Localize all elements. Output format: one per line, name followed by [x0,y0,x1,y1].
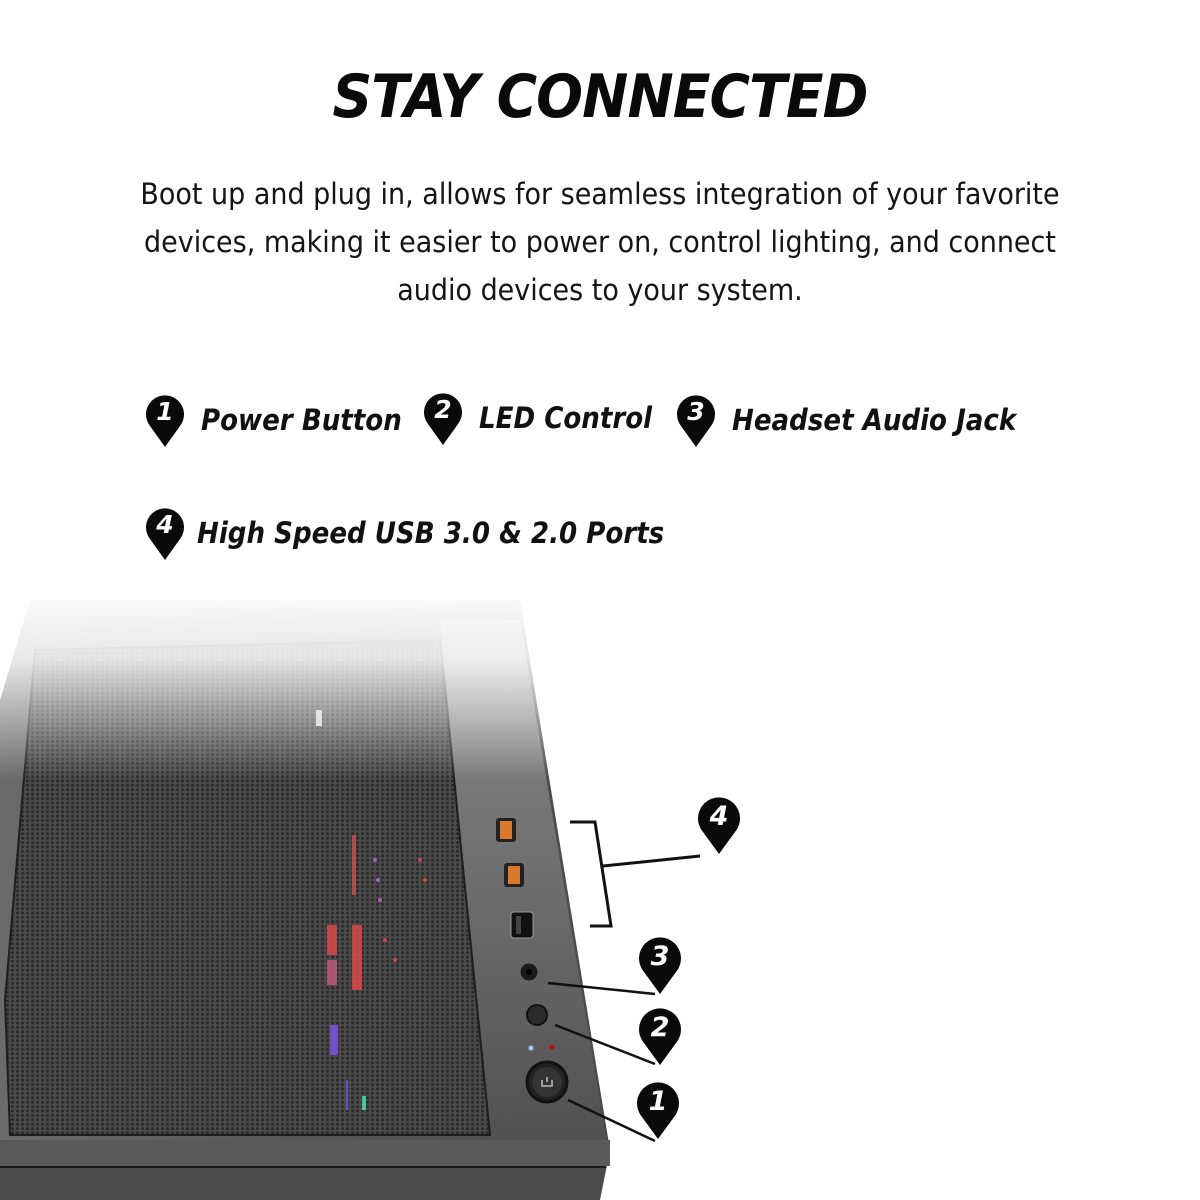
legend-label: High Speed USB 3.0 & 2.0 Ports [197,516,665,550]
legend-item-power-button: 1 Power Button [145,392,424,448]
pin-number: 4 [709,801,729,832]
bottom-trim [0,1140,610,1166]
callout-pin-1: 1 [636,1080,680,1140]
status-led-red [549,1044,555,1050]
map-pin-icon: 1 [145,392,185,448]
legend-label: Headset Audio Jack [732,403,1017,437]
legend-item-usb-ports: 4 High Speed USB 3.0 & 2.0 Ports [145,505,716,561]
callout-pin-2: 2 [638,1006,682,1066]
legend-label: LED Control [479,401,653,435]
page-title: STAY CONNECTED [332,62,868,132]
pin-number: 3 [650,941,670,972]
legend-item-headset-audio-jack: 3 Headset Audio Jack [676,392,1048,448]
pc-case-illustration [0,600,700,1200]
mesh-panel [3,638,492,1136]
usb-ports [496,818,534,939]
pin-number: 2 [434,395,452,424]
pin-number: 1 [648,1086,668,1117]
map-pin-icon: 4 [145,505,185,561]
power-icon [541,1077,553,1087]
status-led-blue [528,1045,534,1051]
map-pin-icon: 2 [423,390,463,446]
legend-item-led-control: 2 LED Control [423,390,671,446]
usb-bracket [570,820,613,928]
pin-number: 2 [650,1012,670,1043]
callout-pin-3: 3 [638,935,682,995]
usb2-port [510,911,534,939]
legend-label: Power Button [201,403,402,437]
map-pin-icon: 3 [676,392,716,448]
description-text: Boot up and plug in, allows for seamless… [140,177,1060,307]
callout-pin-4: 4 [697,795,741,855]
led-control-button [526,1004,548,1026]
pin-number: 4 [156,510,174,539]
pin-number: 3 [687,397,705,426]
pin-number: 1 [156,397,174,426]
